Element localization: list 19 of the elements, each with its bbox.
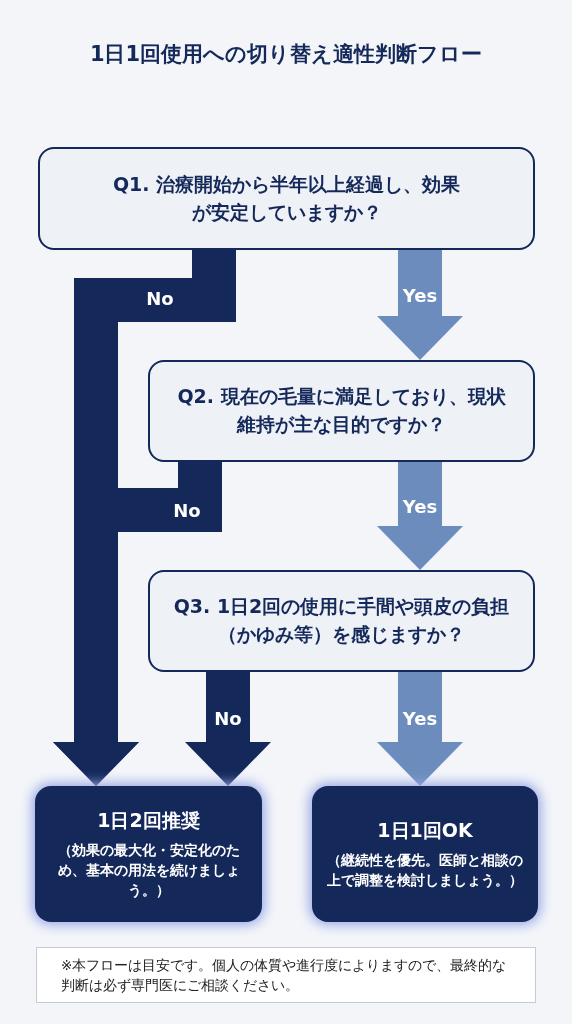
result-heading: 1日2回推奨	[97, 807, 200, 833]
arrow	[377, 462, 463, 570]
result-box	[312, 786, 538, 922]
note-text: ※本フローは目安です。個人の体質や進行度によりますので、最終的な判断は必ず専門医にご相談ください。	[61, 955, 508, 995]
result-text: （効果の最大化・安定化のため、基本の用法を続けましょう。）	[56, 840, 241, 901]
question-text: Q1. 治療開始から半年以上経過し、効果が安定していますか？	[111, 171, 462, 225]
question-box	[148, 570, 535, 672]
title: 1日1回使用への切り替え適性判断フロー	[88, 41, 484, 68]
arrow	[185, 672, 271, 786]
result-box	[35, 786, 262, 922]
result-heading: 1日1回OK	[377, 817, 473, 843]
arrow	[377, 672, 463, 786]
question-box	[38, 147, 535, 250]
result-text: （継続性を優先。医師と相談の上で調整を検討しましょう。）	[326, 850, 524, 890]
question-text: Q3. 1日2回の使用に手間や頭皮の負担（かゆみ等）を感じますか？	[172, 594, 511, 647]
arrow	[377, 250, 463, 360]
question-box	[148, 360, 535, 462]
note-box	[36, 947, 536, 1003]
question-text: Q2. 現在の毛量に満足しており、現状維持が主な目的ですか？	[176, 384, 507, 437]
